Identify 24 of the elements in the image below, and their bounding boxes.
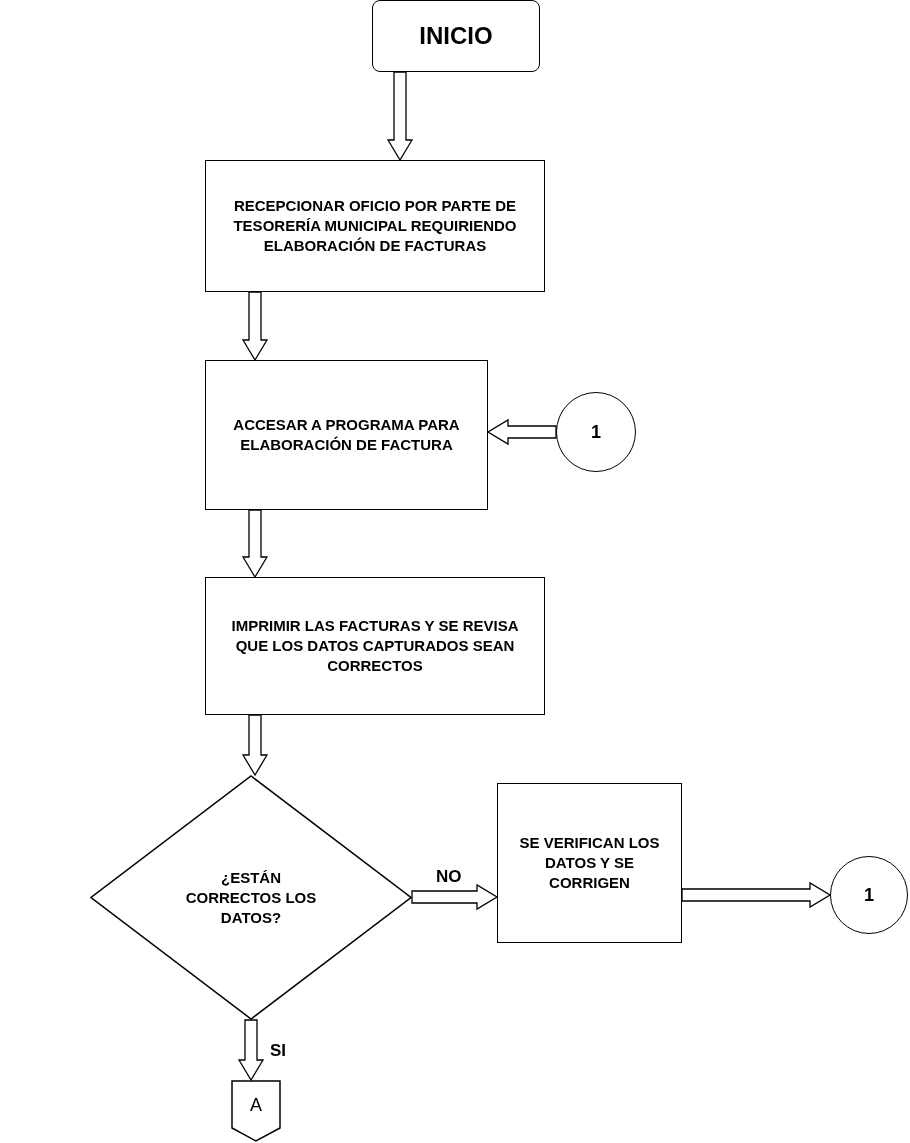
block-arrow <box>386 71 414 162</box>
start-terminal <box>372 0 540 72</box>
node-label: INICIO <box>419 21 493 51</box>
decision-diamond <box>90 775 412 1020</box>
block-arrow <box>237 1019 265 1082</box>
block-arrow <box>486 418 557 446</box>
node-label: A <box>250 1093 262 1117</box>
node-label: SE VERIFICAN LOS DATOS Y SE CORRIGEN <box>518 833 661 893</box>
node-label: ACCESAR A PROGRAMA PARA ELABORACIÓN DE FACTURA <box>232 415 461 455</box>
node-label: 1 <box>591 420 601 444</box>
block-arrow <box>241 714 269 777</box>
node-label: RECEPCIONAR OFICIO POR PARTE DE TESORERÍA MUNICIPAL REQUIRIENDO ELABORACIÓN DE FACTURAS <box>232 196 518 256</box>
process-box <box>205 360 488 510</box>
process-box <box>205 577 545 715</box>
node-label: IMPRIMIR LAS FACTURAS Y SE REVISA QUE LOS DATOS CAPTURADOS SEAN CORRECTOS <box>230 616 520 676</box>
off-page-connector <box>231 1080 281 1142</box>
node-label: ¿ESTÁN CORRECTOS LOS DATOS? <box>185 867 317 928</box>
node-label: 1 <box>864 883 874 907</box>
block-arrow <box>241 291 269 362</box>
block-arrow <box>681 881 832 909</box>
block-arrow <box>411 883 499 911</box>
block-arrow <box>241 509 269 579</box>
process-box <box>205 160 545 292</box>
process-box <box>497 783 682 943</box>
